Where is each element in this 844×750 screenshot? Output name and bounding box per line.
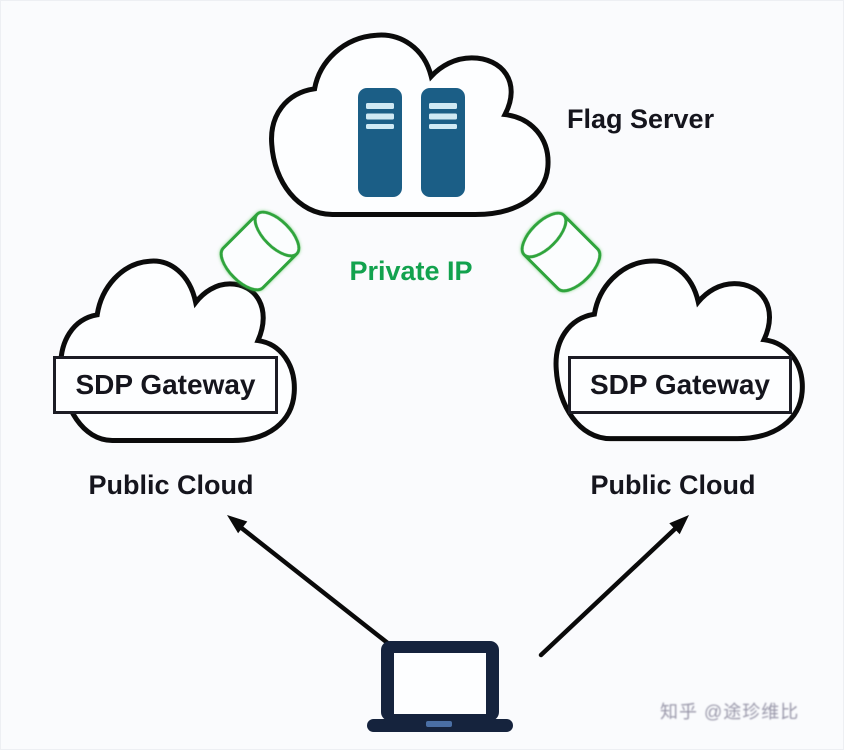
laptop-icon [367, 641, 513, 732]
watermark: 知乎 @途珍维比 [660, 702, 800, 722]
database-cylinder-icon-right [520, 211, 602, 293]
sdp-gateway-box-left: SDP Gateway [53, 356, 278, 414]
flag-server-cloud-icon [272, 35, 549, 214]
sdp-gateway-left-label: SDP Gateway [75, 369, 256, 400]
public-cloud-left-label: Public Cloud [88, 470, 254, 500]
server-rack-icon-left [358, 88, 402, 197]
server-rack-icon-right [421, 88, 465, 197]
public-cloud-right-label: Public Cloud [590, 470, 756, 500]
database-cylinder-icon-left [219, 210, 301, 292]
flag-server-label: Flag Server [567, 104, 715, 134]
private-ip-label: Private IP [349, 256, 473, 286]
arrow-up-left-icon [227, 515, 397, 651]
sdp-gateway-right-label: SDP Gateway [589, 369, 771, 400]
sdp-gateway-box-right: SDP Gateway [568, 356, 792, 414]
arrow-up-right-icon [538, 515, 689, 658]
